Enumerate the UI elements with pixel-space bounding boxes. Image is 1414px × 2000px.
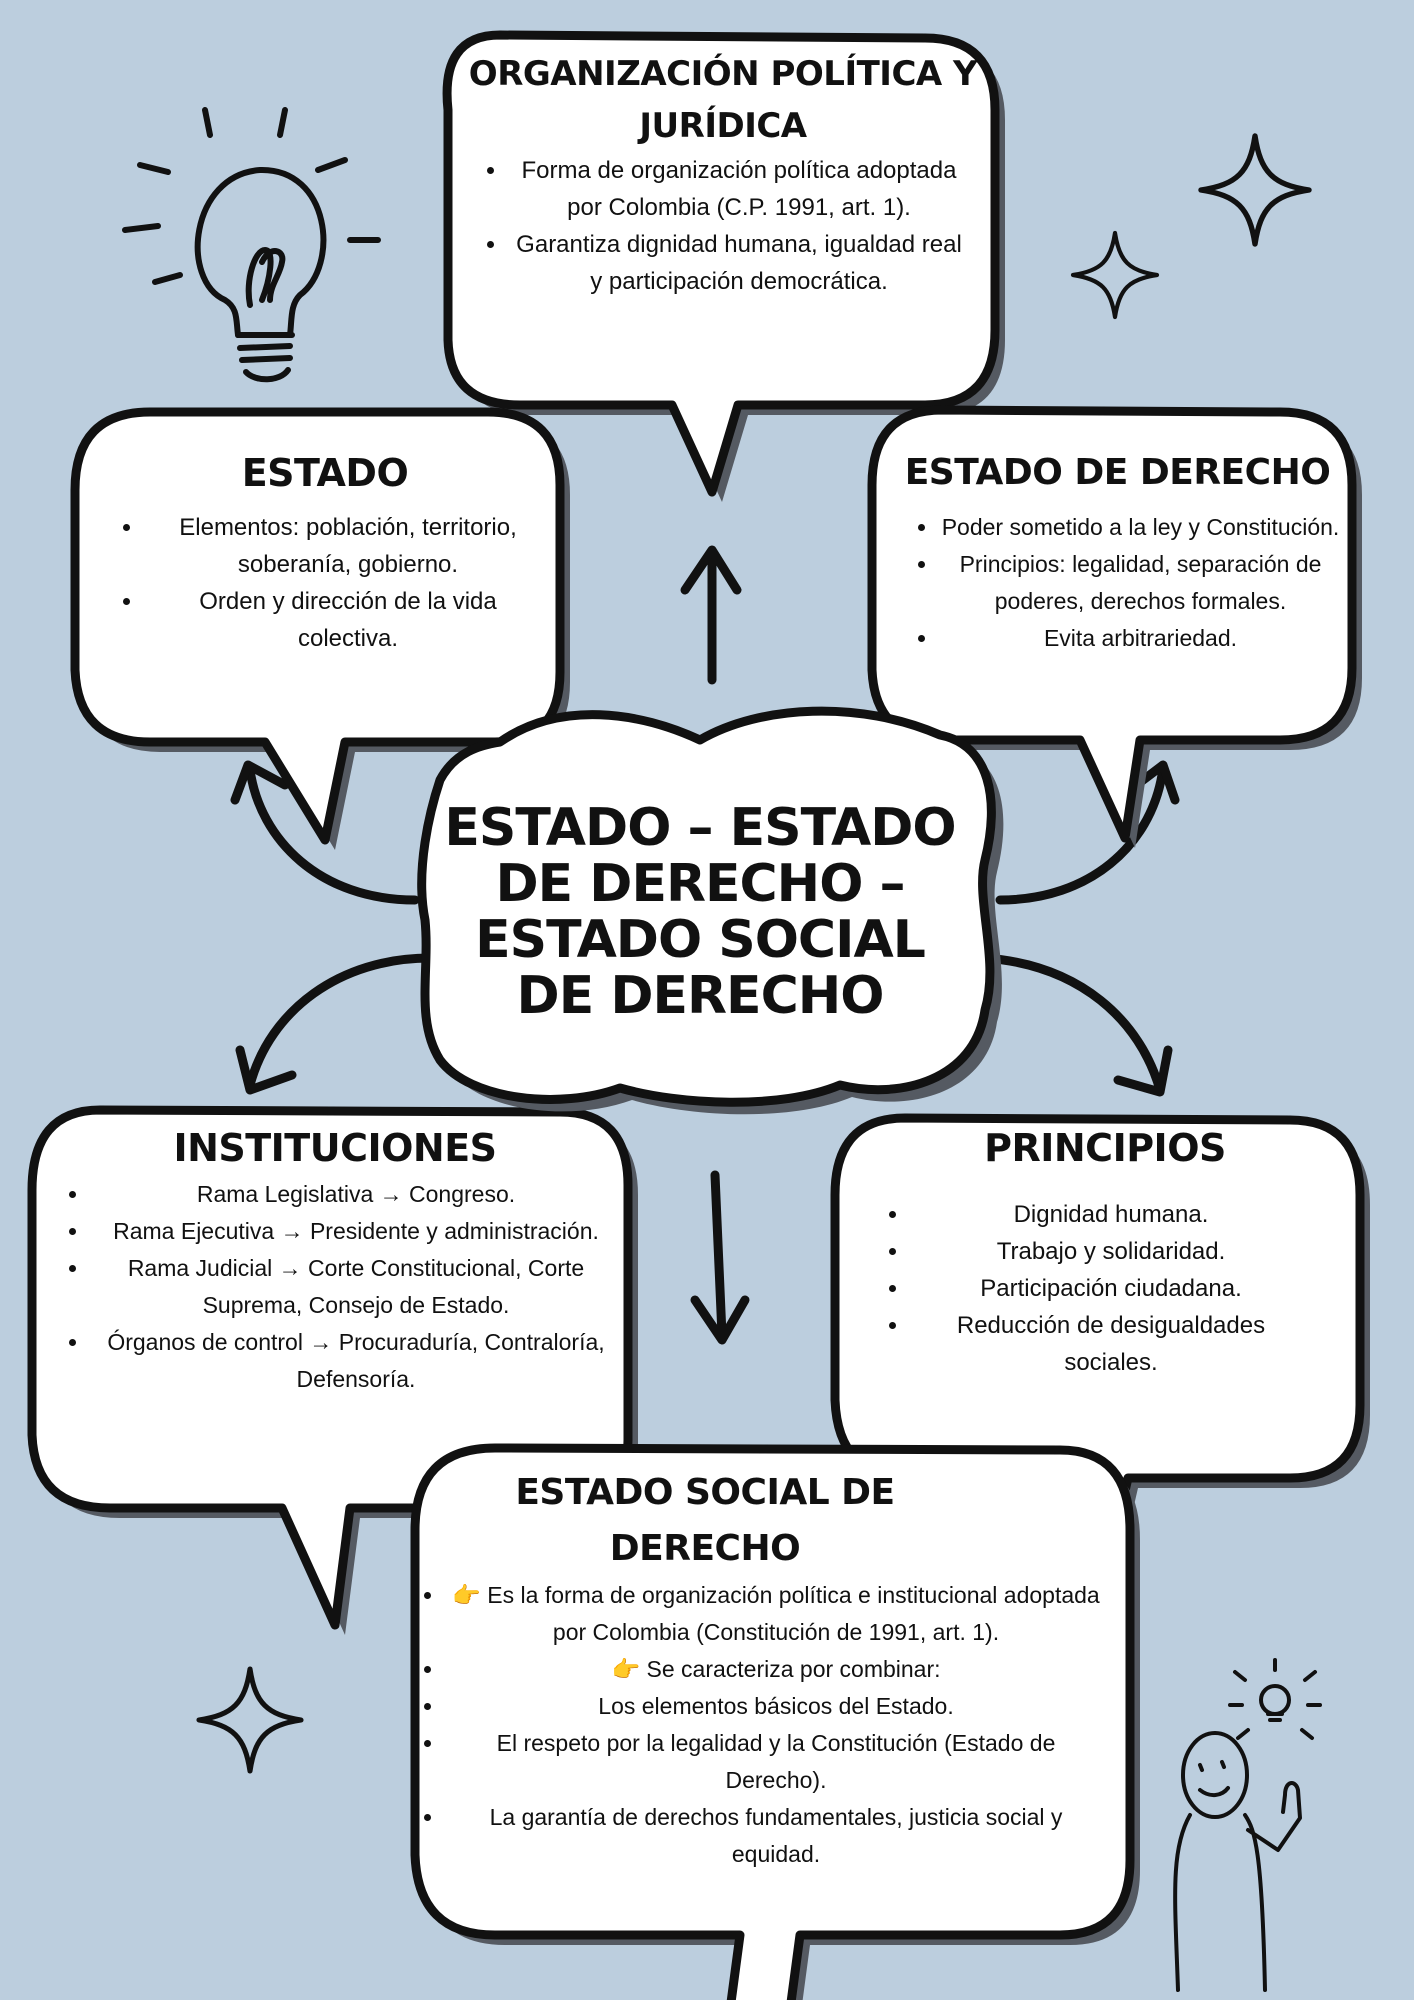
box-estado-derecho: ESTADO DE DERECHO Poder sometido a la le…	[895, 445, 1340, 657]
bubble-estado	[70, 407, 570, 850]
list-item: Rama Legislativa → Congreso.	[90, 1176, 620, 1213]
sparkle-star-icon	[1073, 233, 1157, 317]
box-title: ESTADO DE DERECHO	[904, 452, 1331, 493]
bubble-estado-social	[410, 1443, 1140, 2000]
box-title: INSTITUCIONES	[173, 1126, 497, 1170]
list-item: Forma de organización política adoptada …	[508, 152, 968, 226]
sparkle-star-icon	[199, 1669, 301, 1771]
arrow-to-instituciones	[245, 953, 435, 1090]
list-item-text: Se caracteriza por combinar:	[646, 1656, 941, 1682]
arrow-to-estado-derecho	[995, 770, 1167, 905]
box-instituciones: INSTITUCIONES Rama Legislativa → Congres…	[50, 1120, 620, 1398]
box-organizacion: ORGANIZACIÓN POLÍTICA Y JURÍDICA Forma d…	[458, 48, 988, 300]
list-item: 👉 Se caracteriza por combinar:	[445, 1651, 1105, 1688]
list-item: Garantiza dignidad humana, igualdad real…	[508, 226, 968, 300]
sparkle-star-icon	[1201, 136, 1309, 244]
list-item: Los elementos básicos del Estado.	[445, 1688, 1105, 1725]
list-item-text: Es la forma de organización política e i…	[487, 1582, 1100, 1645]
bubble-shapes	[27, 30, 1370, 2000]
list-item: La garantía de derechos fundamentales, j…	[445, 1799, 1105, 1873]
box-principios: PRINCIPIOS Dignidad humana. Trabajo y so…	[860, 1120, 1350, 1381]
list-item: Rama Judicial → Corte Constitucional, Co…	[90, 1250, 620, 1324]
box-estado-social: ESTADO SOCIAL DE DERECHO 👉 Es la forma d…	[425, 1465, 1115, 1873]
list-item: 👉 Es la forma de organización política e…	[445, 1577, 1105, 1651]
list-item: Elementos: población, territorio, sobera…	[144, 509, 550, 583]
box-title: PRINCIPIOS	[984, 1126, 1226, 1170]
list-item: Rama Ejecutiva → Presidente y administra…	[90, 1213, 620, 1250]
list-item: Participación ciudadana.	[910, 1270, 1310, 1307]
list-item: El respeto por la legalidad y la Constit…	[445, 1725, 1105, 1799]
list-item: Orden y dirección de la vida colectiva.	[144, 583, 550, 657]
list-item: Principios: legalidad, separación de pod…	[939, 546, 1340, 620]
list-item: Trabajo y solidaridad.	[910, 1233, 1310, 1270]
arrow-to-estado	[245, 765, 420, 905]
list-item: Reducción de desigualdades sociales.	[910, 1307, 1310, 1381]
bullet-list: Elementos: población, territorio, sobera…	[100, 509, 550, 657]
list-item: Evita arbitrariedad.	[939, 620, 1340, 657]
bubble-estado-derecho	[867, 405, 1362, 848]
lightbulb-icon	[122, 107, 381, 383]
arrow-to-estado-social	[710, 1170, 727, 1340]
thinking-person-icon	[1173, 1658, 1322, 1992]
list-item: Poder sometido a la ley y Constitución.	[939, 509, 1340, 546]
pointing-hand-icon: 👉	[452, 1582, 481, 1608]
bullet-list: Forma de organización política adoptada …	[458, 152, 988, 300]
bullet-list: Dignidad humana. Trabajo y solidaridad. …	[860, 1196, 1350, 1381]
bullet-list: Poder sometido a la ley y Constitución. …	[895, 509, 1340, 657]
box-title: ORGANIZACIÓN POLÍTICA Y JURÍDICA	[468, 54, 978, 146]
box-estado: ESTADO Elementos: población, territorio,…	[100, 445, 550, 657]
list-item: Órganos de control → Procuraduría, Contr…	[90, 1324, 620, 1398]
box-title: ESTADO	[241, 451, 409, 495]
center-cloud	[417, 706, 1004, 1115]
arrow-to-principios	[980, 953, 1165, 1095]
bubble-organizacion	[442, 30, 1005, 502]
list-item: Dignidad humana.	[910, 1196, 1310, 1233]
bullet-list: Rama Legislativa → Congreso. Rama Ejecut…	[50, 1176, 620, 1398]
pointing-hand-icon: 👉	[611, 1656, 641, 1682]
center-title: ESTADO – ESTADO DE DERECHO – ESTADO SOCI…	[444, 798, 956, 1026]
box-title: ESTADO SOCIAL DE DERECHO	[515, 1472, 895, 1569]
bullet-list: 👉 Es la forma de organización política e…	[425, 1577, 1115, 1873]
